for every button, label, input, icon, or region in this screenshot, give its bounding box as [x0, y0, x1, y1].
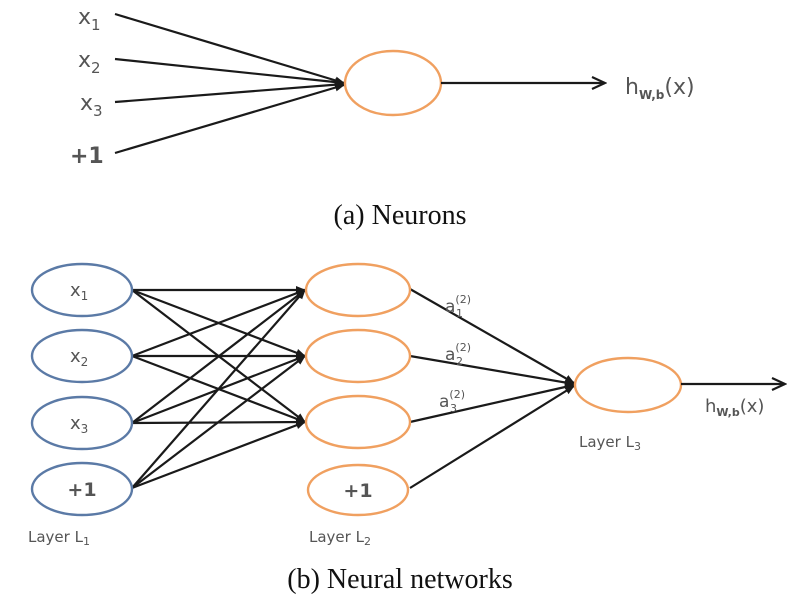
neuron-caption: (a) Neurons [334, 200, 467, 231]
activation-labels: a(2)1 a(2)2 a(2)3 [439, 293, 471, 415]
network-diagram: x1 x2 x3 +1 Layer L1 +1 Layer L2 a(2)1 a… [28, 262, 785, 548]
neuron-input-label-bias: +1 [70, 144, 104, 169]
layer-3-label: Layer L3 [579, 433, 641, 453]
input-node-x1 [30, 262, 134, 318]
layer-1-label: Layer L1 [28, 528, 90, 548]
input-node-label-x3: x3 [70, 413, 88, 436]
neuron-edge-x1 [114, 12, 345, 85]
input-node-label-x2: x2 [70, 346, 88, 369]
edge-b1-h1 [131, 289, 306, 489]
input-node-x2 [30, 328, 134, 384]
edge-b2-out [409, 385, 575, 489]
neuron-output-label: hW,b(x) [625, 75, 695, 102]
output-node [573, 356, 683, 414]
activation-label-2: a(2)2 [445, 341, 471, 368]
edges-l2-l3 [409, 288, 575, 489]
neuron-edge-x3 [114, 80, 345, 104]
neuron-edge-x2 [114, 57, 345, 87]
input-node-bias [30, 461, 134, 517]
hidden-node-2 [304, 328, 412, 384]
edge-h2-out [409, 354, 575, 387]
layer-2-label: Layer L2 [309, 528, 371, 548]
activation-label-1: a(2)1 [445, 293, 471, 320]
neuron-input-label-x3: x3 [80, 91, 103, 120]
input-node-label-x1: x1 [70, 280, 88, 303]
activation-label-3: a(2)3 [439, 388, 465, 415]
hidden-node-1 [304, 262, 412, 318]
neuron-edge-bias [114, 83, 345, 155]
neuron-diagram: x1 x2 x3 +1 hW,b(x) [70, 5, 695, 169]
layer-1: x1 x2 x3 +1 Layer L1 [28, 262, 134, 548]
input-node-x3 [30, 395, 134, 451]
input-node-label-bias: +1 [67, 479, 96, 501]
hidden-node-3 [304, 394, 412, 450]
edge-b1-h3 [131, 420, 306, 490]
neuron-input-label-x1: x1 [78, 5, 101, 34]
network-output-label: hW,b(x) [705, 396, 764, 419]
edge-x3-h1 [131, 289, 306, 424]
edge-h1-out [409, 288, 575, 384]
edge-x2-h1 [131, 288, 306, 358]
hidden-node-label-bias: +1 [343, 480, 372, 502]
edge-h3-out [409, 383, 575, 424]
neuron-node [343, 49, 443, 117]
layer-3: Layer L3 [573, 356, 683, 453]
neuron-input-label-x2: x2 [78, 48, 101, 77]
hidden-node-bias [306, 463, 410, 517]
edges-l1-l2 [131, 286, 306, 490]
edge-b1-h2 [131, 355, 306, 489]
network-caption: (b) Neural networks [287, 564, 512, 595]
layer-2: +1 Layer L2 [304, 262, 412, 548]
